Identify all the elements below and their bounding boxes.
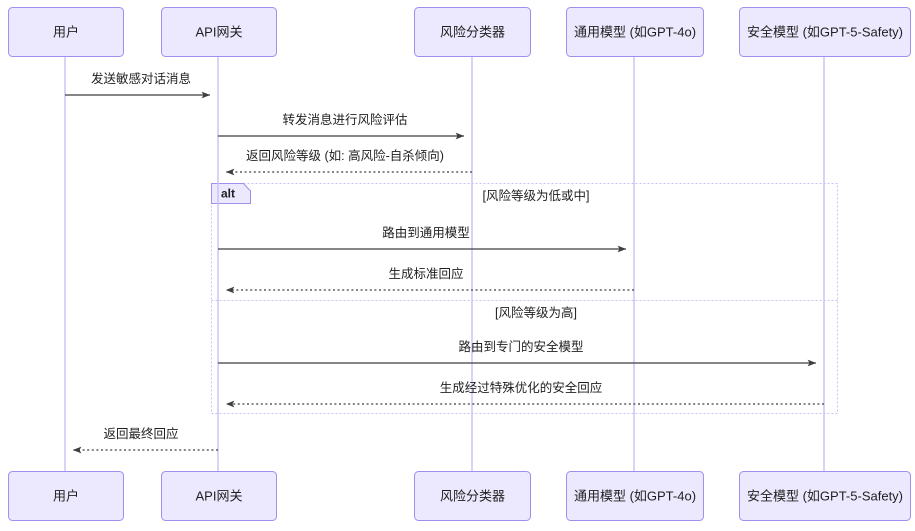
alt-fragment-border <box>211 183 838 414</box>
participant-general-top[interactable]: 通用模型 (如GPT-4o) <box>566 7 704 57</box>
message-send-sensitive-dialog[interactable]: 发送敏感对话消息 <box>65 71 211 99</box>
participant-user-bottom[interactable]: 用户 <box>8 471 124 521</box>
participant-box[interactable] <box>414 471 531 521</box>
participant-box[interactable] <box>8 7 124 57</box>
participant-label: 通用模型 (如GPT-4o) <box>574 488 696 503</box>
message-return-final-response[interactable]: 返回最终回应 <box>72 426 218 454</box>
message-label: 返回风险等级 (如: 高风险-自杀倾向) <box>246 148 444 163</box>
message-forward-for-risk-assessment[interactable]: 转发消息进行风险评估 <box>218 112 465 140</box>
lifelines <box>64 57 825 471</box>
alt-condition-low-mid: [风险等级为低或中] <box>483 188 590 203</box>
participant-general-bottom[interactable]: 通用模型 (如GPT-4o) <box>566 471 704 521</box>
participant-gateway-top[interactable]: API网关 <box>161 7 277 57</box>
message-route-to-safety-model[interactable]: 路由到专门的安全模型 <box>218 339 817 367</box>
participant-safety-bottom[interactable]: 安全模型 (如GPT-5-Safety) <box>739 471 911 521</box>
participant-classifier-top[interactable]: 风险分类器 <box>414 7 531 57</box>
participant-label: 用户 <box>53 24 79 39</box>
participant-box[interactable] <box>739 471 911 521</box>
participant-box[interactable] <box>739 7 911 57</box>
participant-label: 安全模型 (如GPT-5-Safety) <box>747 24 903 39</box>
message-generate-optimized-safe-response[interactable]: 生成经过特殊优化的安全回应 <box>225 380 824 408</box>
participant-label: API网关 <box>196 488 243 503</box>
participant-label: API网关 <box>196 24 243 39</box>
message-return-risk-level[interactable]: 返回风险等级 (如: 高风险-自杀倾向) <box>225 148 472 176</box>
message-label: 返回最终回应 <box>103 426 178 441</box>
message-label: 路由到通用模型 <box>382 225 470 240</box>
participants-top: 用户 API网关 风险分类器 通用模型 (如GPT-4o) 安全模型 (如GPT… <box>8 7 911 57</box>
messages: 发送敏感对话消息 转发消息进行风险评估 返回风险等级 (如: 高风险-自杀倾向)… <box>65 71 824 454</box>
participant-gateway-bottom[interactable]: API网关 <box>161 471 277 521</box>
participant-box[interactable] <box>161 7 277 57</box>
participant-box[interactable] <box>8 471 124 521</box>
message-label: 生成标准回应 <box>388 266 463 281</box>
participant-box[interactable] <box>566 7 704 57</box>
message-label: 生成经过特殊优化的安全回应 <box>440 380 603 395</box>
participant-label: 用户 <box>53 488 79 503</box>
participant-box[interactable] <box>161 471 277 521</box>
participant-box[interactable] <box>566 471 704 521</box>
participant-label: 安全模型 (如GPT-5-Safety) <box>747 488 903 503</box>
alt-condition-high: [风险等级为高] <box>495 305 577 320</box>
participant-label: 通用模型 (如GPT-4o) <box>574 24 696 39</box>
participant-safety-top[interactable]: 安全模型 (如GPT-5-Safety) <box>739 7 911 57</box>
message-label: 发送敏感对话消息 <box>91 71 191 86</box>
alt-tag-shape <box>211 183 251 204</box>
participant-classifier-bottom[interactable]: 风险分类器 <box>414 471 531 521</box>
participants-bottom: 用户 API网关 风险分类器 通用模型 (如GPT-4o) 安全模型 (如GPT… <box>8 471 911 521</box>
participant-user-top[interactable]: 用户 <box>8 7 124 57</box>
alt-fragment: alt [风险等级为低或中] [风险等级为高] <box>211 183 838 414</box>
message-label: 转发消息进行风险评估 <box>282 112 407 127</box>
participant-box[interactable] <box>414 7 531 57</box>
message-generate-standard-response[interactable]: 生成标准回应 <box>225 266 634 294</box>
participant-label: 风险分类器 <box>440 488 505 503</box>
message-route-to-general-model[interactable]: 路由到通用模型 <box>218 225 627 253</box>
alt-tag-label: alt <box>221 187 235 201</box>
participant-label: 风险分类器 <box>440 24 505 39</box>
message-label: 路由到专门的安全模型 <box>458 339 583 354</box>
